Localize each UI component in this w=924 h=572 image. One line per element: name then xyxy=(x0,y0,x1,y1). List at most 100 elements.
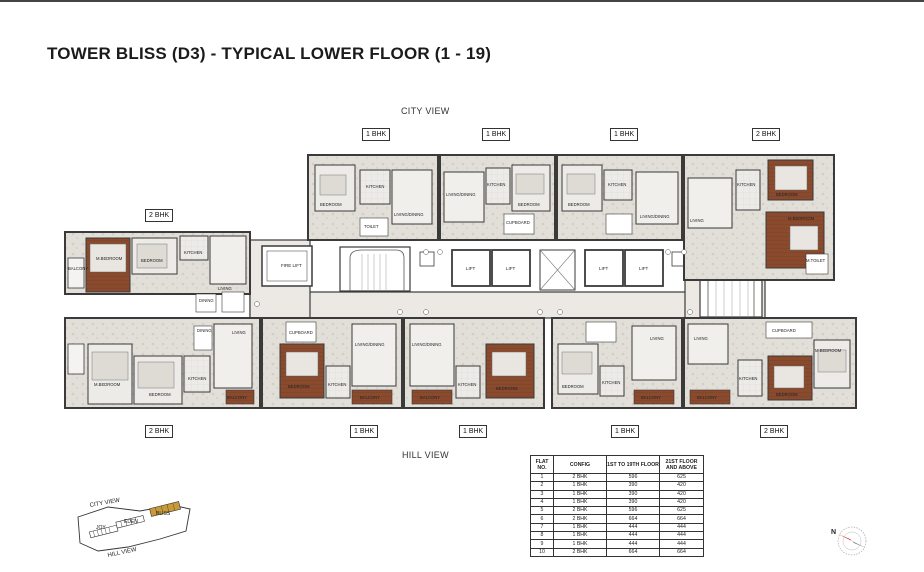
svg-text:KITCHEN: KITCHEN xyxy=(366,184,384,189)
svg-text:M.BEDROOM: M.BEDROOM xyxy=(96,256,123,261)
svg-text:BALCONY: BALCONY xyxy=(68,266,88,271)
svg-text:KITCHEN: KITCHEN xyxy=(739,376,757,381)
svg-text:BALCONY: BALCONY xyxy=(227,395,247,400)
flat-3-plan: LIVING/DINING KITCHEN BEDROOM CUPBOARD xyxy=(439,154,556,241)
svg-text:BEDROOM: BEDROOM xyxy=(496,386,518,391)
flat-2-plan: BEDROOM KITCHEN LIVING/DINING TOILET xyxy=(307,154,439,241)
svg-text:BALCONY: BALCONY xyxy=(641,395,661,400)
svg-text:BEDROOM: BEDROOM xyxy=(568,202,590,207)
svg-text:KITCHEN: KITCHEN xyxy=(602,380,620,385)
key-plan: CITY VIEW HILL VIEW JOY EDEN BLISS xyxy=(77,498,191,559)
unit-tag-top-4: 2 BHK xyxy=(752,128,781,141)
fire-lift-box xyxy=(261,245,313,287)
svg-text:DINING: DINING xyxy=(197,328,212,333)
compass-north-label: N xyxy=(831,529,836,536)
unit-tag-top-3: 1 BHK xyxy=(610,128,639,141)
unit-tag-top-left: 2 BHK xyxy=(145,209,174,222)
svg-text:KITCHEN: KITCHEN xyxy=(487,182,505,187)
col-flat-no: FLAT NO. xyxy=(530,455,554,474)
svg-text:LIVING/DINING: LIVING/DINING xyxy=(355,342,385,347)
svg-text:LIVING: LIVING xyxy=(218,286,232,291)
lift-pair-left: LIFT LIFT xyxy=(451,249,531,287)
svg-text:TOILET: TOILET xyxy=(364,224,379,229)
flat-1-plan: M.BEDROOM BEDROOM KITCHEN LIVING DINING … xyxy=(64,231,251,313)
page-title: TOWER BLISS (D3) - TYPICAL LOWER FLOOR (… xyxy=(47,44,492,63)
svg-text:BALCONY: BALCONY xyxy=(360,395,380,400)
svg-text:KITCHEN: KITCHEN xyxy=(458,382,476,387)
svg-text:M.BEDROOM: M.BEDROOM xyxy=(94,382,121,387)
flat-9-plan: BEDROOM KITCHEN LIVING/DINING CUPBOARD B… xyxy=(261,317,403,409)
svg-text:LIVING/DINING: LIVING/DINING xyxy=(446,192,476,197)
svg-text:LIFT: LIFT xyxy=(506,266,516,271)
svg-text:CUPBOARD: CUPBOARD xyxy=(289,330,313,335)
compass-icon: N xyxy=(831,526,867,556)
lift-pair-right: LIFT LIFT xyxy=(584,249,664,287)
svg-text:BEDROOM: BEDROOM xyxy=(562,384,584,389)
area-table-header: FLAT NO. CONFIG 1ST TO 19TH FLOOR 21ST F… xyxy=(530,455,704,474)
unit-tag-bottom-left: 2 BHK xyxy=(145,425,174,438)
staircase-left xyxy=(339,246,411,292)
top-rule xyxy=(0,0,924,2)
svg-text:M.BEDROOM: M.BEDROOM xyxy=(815,348,842,353)
svg-text:LIVING: LIVING xyxy=(694,336,708,341)
svg-text:CUPBOARD: CUPBOARD xyxy=(506,220,530,225)
bliss-tower-highlight xyxy=(149,501,181,517)
corridor xyxy=(249,291,691,319)
keyplan-bliss: BLISS xyxy=(156,511,171,517)
unit-tag-bottom-2: 1 BHK xyxy=(459,425,488,438)
svg-text:BALCONY: BALCONY xyxy=(420,395,440,400)
svg-text:LIVING: LIVING xyxy=(690,218,704,223)
svg-text:BEDROOM: BEDROOM xyxy=(288,384,310,389)
svg-text:LIVING/DINING: LIVING/DINING xyxy=(394,212,424,217)
city-view-label: CITY VIEW xyxy=(401,106,450,116)
svg-text:BEDROOM: BEDROOM xyxy=(518,202,540,207)
svg-text:BALCONY: BALCONY xyxy=(697,395,717,400)
flat-8-plan: LIVING/DINING KITCHEN BEDROOM BALCONY xyxy=(403,317,545,409)
flat-7-plan: BEDROOM KITCHEN LIVING BALCONY xyxy=(551,317,683,409)
svg-text:KITCHEN: KITCHEN xyxy=(328,382,346,387)
svg-text:BEDROOM: BEDROOM xyxy=(149,392,171,397)
col-floor-1-19: 1ST TO 19TH FLOOR xyxy=(606,455,660,474)
col-floor-21-above: 21ST FLOOR AND ABOVE xyxy=(659,455,704,474)
svg-text:LIFT: LIFT xyxy=(466,266,476,271)
col-config: CONFIG xyxy=(553,455,607,474)
fire-lift-label: FIRE LIFT xyxy=(281,263,302,268)
flat-10-plan: M.BEDROOM BEDROOM KITCHEN LIVING DINING … xyxy=(64,317,261,409)
svg-text:BEDROOM: BEDROOM xyxy=(141,258,163,263)
svg-text:KITCHEN: KITCHEN xyxy=(184,250,202,255)
flat-6-plan: LIVING KITCHEN BEDROOM M.BEDROOM CUPBOAR… xyxy=(683,317,857,409)
unit-tag-bottom-1: 1 BHK xyxy=(350,425,379,438)
svg-text:CUPBOARD: CUPBOARD xyxy=(772,328,796,333)
svg-text:LIFT: LIFT xyxy=(639,266,649,271)
keyplan-joy: JOY xyxy=(96,525,106,531)
shaft-center xyxy=(539,249,576,291)
svg-text:KITCHEN: KITCHEN xyxy=(188,376,206,381)
svg-text:KITCHEN: KITCHEN xyxy=(608,182,626,187)
svg-text:BEDROOM: BEDROOM xyxy=(776,392,798,397)
svg-text:M.TOILET: M.TOILET xyxy=(806,258,826,263)
svg-text:LIVING: LIVING xyxy=(650,336,664,341)
svg-text:KITCHEN: KITCHEN xyxy=(737,182,755,187)
svg-text:M.BEDROOM: M.BEDROOM xyxy=(788,216,815,221)
flat-5-plan: LIVING KITCHEN BEDROOM M.BEDROOM M.TOILE… xyxy=(683,154,835,281)
svg-text:BEDROOM: BEDROOM xyxy=(320,202,342,207)
keyplan-eden: EDEN xyxy=(124,519,138,525)
svg-text:LIVING/DINING: LIVING/DINING xyxy=(640,214,670,219)
area-table: FLAT NO. CONFIG 1ST TO 19TH FLOOR 21ST F… xyxy=(530,455,704,557)
unit-tag-bottom-3: 1 BHK xyxy=(611,425,640,438)
unit-tag-top-1: 1 BHK xyxy=(362,128,391,141)
unit-tag-bottom-4: 2 BHK xyxy=(760,425,789,438)
svg-text:LIVING/DINING: LIVING/DINING xyxy=(412,342,442,347)
grid-markers xyxy=(254,249,693,315)
svg-text:BEDROOM: BEDROOM xyxy=(776,192,798,197)
